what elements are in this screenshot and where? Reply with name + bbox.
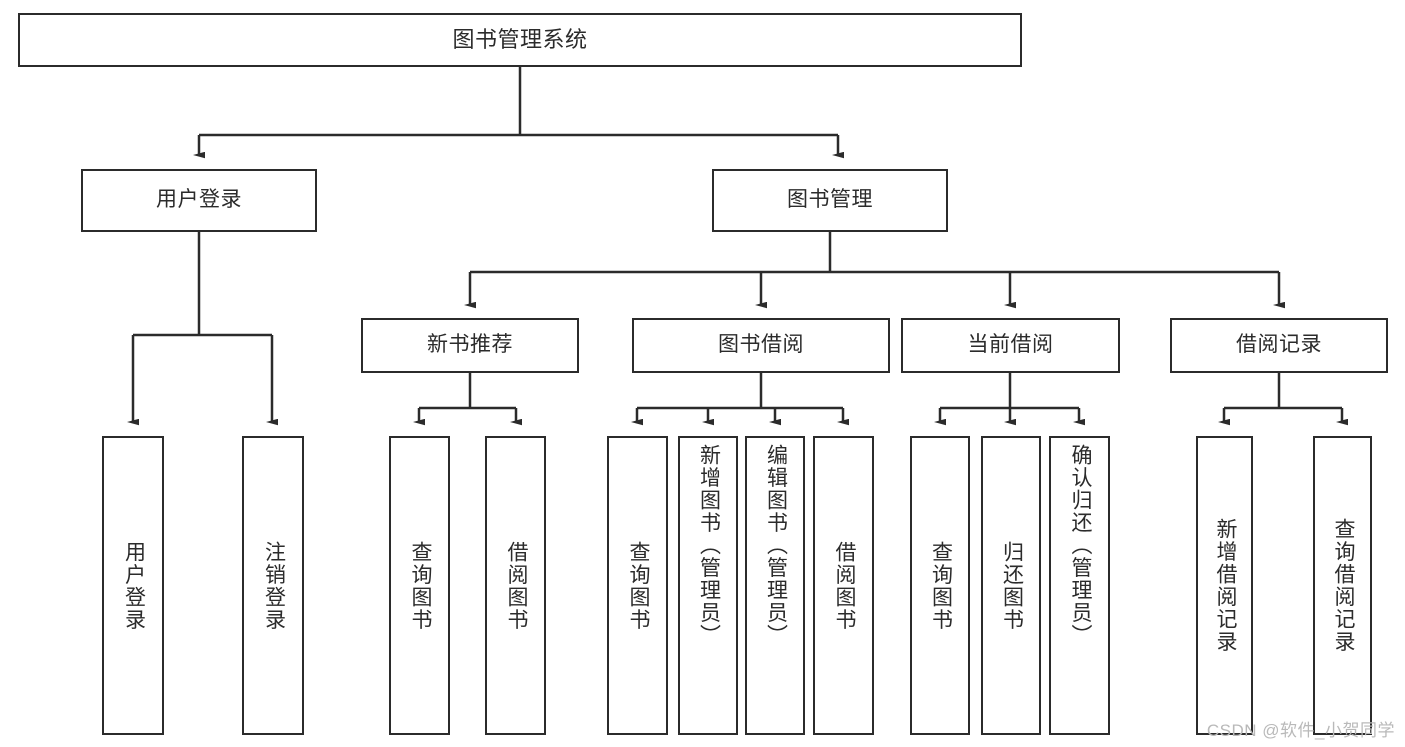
- leaf-confirm-return-admin[interactable]: 确认归还（管理员）: [1049, 436, 1110, 735]
- node-label: 新增借阅记录: [1213, 518, 1237, 653]
- node-label: 图书借阅: [718, 333, 804, 357]
- leaf-query-book-newbook[interactable]: 查询图书: [389, 436, 450, 735]
- leaf-borrow-book[interactable]: 借阅图书: [813, 436, 874, 735]
- leaf-query-borrow-record[interactable]: 查询借阅记录: [1313, 436, 1372, 735]
- leaf-query-book-current[interactable]: 查询图书: [910, 436, 970, 735]
- node-book-borrow[interactable]: 图书借阅: [632, 318, 890, 373]
- leaf-borrow-book-newbook[interactable]: 借阅图书: [485, 436, 546, 735]
- node-book-management[interactable]: 图书管理: [712, 169, 948, 232]
- leaf-add-borrow-record[interactable]: 新增借阅记录: [1196, 436, 1253, 735]
- leaf-logout[interactable]: 注销登录: [242, 436, 304, 735]
- node-borrow-record[interactable]: 借阅记录: [1170, 318, 1388, 373]
- node-label: 借阅记录: [1236, 333, 1322, 357]
- node-label: 查询图书: [626, 540, 650, 631]
- node-root-system[interactable]: 图书管理系统: [18, 13, 1022, 67]
- leaf-return-book[interactable]: 归还图书: [981, 436, 1041, 735]
- leaf-user-login[interactable]: 用户登录: [102, 436, 164, 735]
- node-label: 用户登录: [156, 188, 242, 212]
- node-label: 图书管理系统: [452, 27, 588, 53]
- leaf-edit-book-admin[interactable]: 编辑图书（管理员）: [745, 436, 805, 735]
- node-new-book-recommend[interactable]: 新书推荐: [361, 318, 579, 373]
- node-label: 借阅图书: [832, 540, 856, 631]
- node-label: 新增图书（管理员）: [697, 444, 721, 647]
- csdn-watermark: CSDN @软件_小贺同学: [1206, 721, 1395, 740]
- node-label: 确认归还（管理员）: [1068, 444, 1092, 647]
- node-label: 借阅图书: [504, 540, 528, 631]
- node-label: 当前借阅: [967, 333, 1054, 357]
- node-label: 查询借阅记录: [1331, 518, 1355, 653]
- node-label: 查询图书: [408, 540, 432, 631]
- node-label: 用户登录: [122, 540, 146, 631]
- node-label: 新书推荐: [427, 333, 513, 357]
- leaf-add-book-admin[interactable]: 新增图书（管理员）: [678, 436, 738, 735]
- node-label: 图书管理: [787, 188, 873, 212]
- node-user-login[interactable]: 用户登录: [81, 169, 317, 232]
- node-label: 注销登录: [262, 540, 286, 631]
- node-label: 编辑图书（管理员）: [764, 444, 788, 647]
- node-label: 归还图书: [1000, 540, 1024, 631]
- node-label: 查询图书: [929, 540, 953, 631]
- node-current-borrow[interactable]: 当前借阅: [901, 318, 1120, 373]
- leaf-query-book-borrow[interactable]: 查询图书: [607, 436, 668, 735]
